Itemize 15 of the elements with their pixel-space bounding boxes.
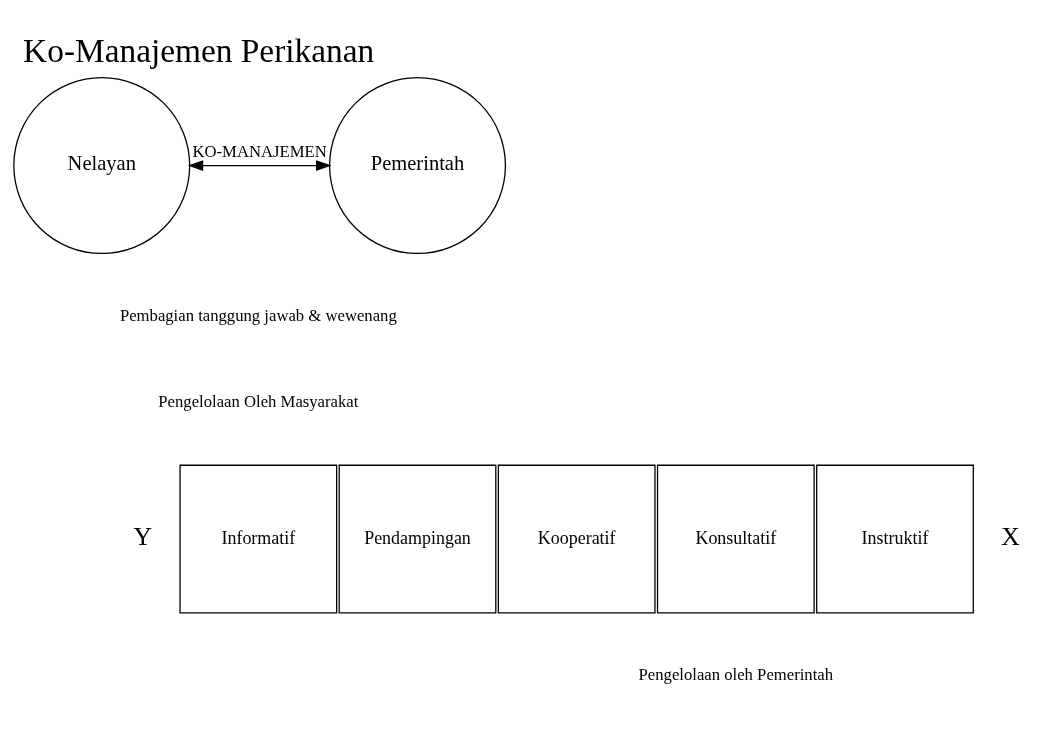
node-box: Kooperatif — [497, 464, 656, 614]
label: Pembagian tanggung jawab & wewenang — [119, 305, 397, 325]
node-circle: Nelayan — [13, 77, 191, 255]
node-box: Instruktif — [816, 464, 974, 614]
node-box: Konsultatif — [656, 464, 815, 614]
label: X — [1001, 522, 1020, 552]
node-circle: Pemerintah — [328, 77, 507, 255]
label: Pengelolaan oleh Pemerintah — [638, 665, 834, 685]
label: Pengelolaan Oleh Masyarakat — [158, 391, 359, 411]
node-box: Informatif — [179, 464, 338, 614]
diagram-title: Ko-Manajemen Perikanan — [23, 31, 375, 69]
label: Y — [133, 522, 153, 552]
node-box: Pendampingan — [338, 464, 497, 614]
arrow — [187, 160, 332, 171]
edge-label: KO-MANAJEMEN — [192, 142, 327, 162]
